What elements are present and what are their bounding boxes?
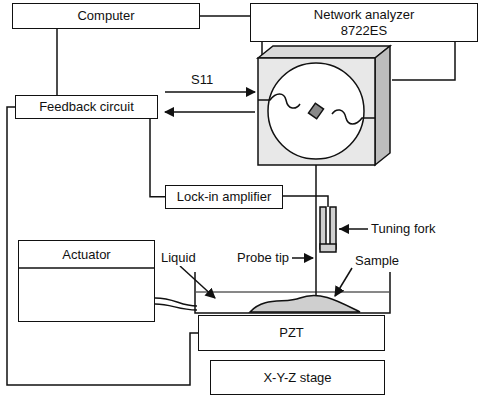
- process-box: Actuator: [18, 240, 155, 322]
- leader: [180, 266, 215, 298]
- box-label: Feedback circuit: [39, 99, 134, 115]
- connector: [150, 119, 165, 197]
- process-box: PZT: [198, 315, 385, 351]
- process-box: Computer: [12, 3, 200, 29]
- process-box: Lock-in amplifier: [165, 185, 283, 209]
- cable: [392, 40, 455, 80]
- leader: [292, 257, 313, 259]
- signal-arrow: [165, 91, 255, 93]
- part-label: Sample: [354, 253, 400, 269]
- box-label: PZT: [279, 325, 304, 341]
- connector: [56, 29, 58, 95]
- part-label: S11: [190, 72, 214, 88]
- process-box: X-Y-Z stage: [210, 360, 385, 395]
- process-box: Feedback circuit: [15, 95, 158, 119]
- box-label: Computer: [77, 8, 134, 24]
- box-label: Network analyzer 8722ES: [302, 7, 427, 38]
- liquid-level: [18, 267, 155, 269]
- tube: [155, 304, 197, 310]
- connector: [7, 107, 198, 385]
- box-label: Lock-in amplifier: [177, 189, 272, 205]
- connector: [200, 15, 250, 17]
- probe-tip: [315, 165, 317, 296]
- sample-shape: [250, 295, 360, 312]
- wire: [283, 196, 328, 207]
- liquid-cell: [195, 272, 390, 313]
- tuning-fork: [320, 207, 336, 252]
- part-label: Probe tip: [236, 250, 290, 266]
- part-label: Liquid: [160, 250, 197, 266]
- liquid-surface: [196, 292, 389, 293]
- leader: [340, 228, 368, 230]
- resonator-block: [258, 46, 390, 165]
- part-label: Tuning fork: [370, 221, 437, 237]
- box-label: X-Y-Z stage: [263, 370, 331, 386]
- signal-arrow: [165, 111, 255, 113]
- process-box: Network analyzer 8722ES: [250, 3, 478, 42]
- box-label: Actuator: [62, 247, 110, 263]
- leader: [335, 268, 352, 296]
